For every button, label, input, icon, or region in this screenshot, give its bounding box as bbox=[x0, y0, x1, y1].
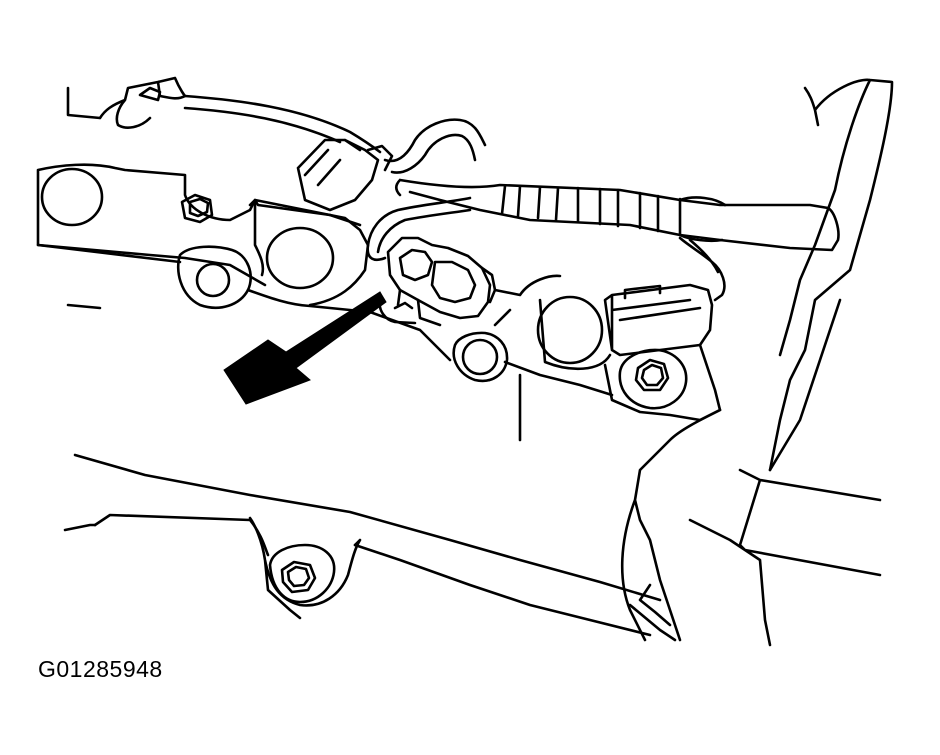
lower-cover-line-1 bbox=[75, 455, 660, 600]
top-bracket-tab bbox=[140, 88, 160, 100]
valve-cover-top bbox=[38, 165, 360, 285]
bottom-right-curve bbox=[630, 585, 675, 640]
lower-bolt-ring bbox=[270, 545, 334, 602]
connector-c-tab bbox=[625, 286, 660, 298]
right-structure bbox=[690, 300, 880, 645]
lower-bolt bbox=[282, 562, 315, 592]
bolt-2-edge bbox=[605, 345, 720, 420]
connector-a bbox=[298, 140, 378, 210]
figure-code: G01285948 bbox=[38, 656, 163, 682]
cover-lower-body bbox=[622, 410, 720, 640]
right-section-outline bbox=[495, 276, 610, 369]
lower-cover-line-2 bbox=[95, 515, 650, 635]
cover-lower-edge-left bbox=[38, 245, 370, 312]
bolt-2-ring bbox=[620, 350, 686, 408]
harness-sleeve bbox=[680, 198, 725, 241]
right-frame bbox=[770, 80, 892, 470]
pointer-arrow bbox=[224, 292, 386, 404]
small-boss-middle bbox=[454, 333, 507, 381]
left-boss bbox=[42, 169, 102, 225]
right-large-boss bbox=[538, 297, 602, 363]
small-boss-middle-inner bbox=[463, 340, 497, 374]
small-boss-left-inner bbox=[197, 264, 229, 296]
lower-bolt-boss bbox=[250, 518, 360, 618]
bolt-1 bbox=[182, 195, 212, 222]
upper-wire bbox=[185, 96, 380, 152]
knock-sensor-detail bbox=[398, 250, 495, 325]
connector-c-wire bbox=[680, 238, 724, 300]
wire-harness bbox=[396, 180, 838, 250]
harness-bands bbox=[502, 186, 680, 235]
connector-a-wire bbox=[385, 120, 485, 173]
sensor-wire bbox=[368, 198, 470, 260]
lower-flange bbox=[65, 525, 95, 530]
connector-c bbox=[605, 285, 712, 355]
mid-raised-section bbox=[250, 200, 368, 305]
knock-sensor bbox=[388, 238, 490, 318]
top-bracket bbox=[68, 78, 185, 128]
connector-a-latch bbox=[368, 146, 392, 170]
small-boss-left bbox=[178, 247, 251, 308]
middle-boss bbox=[267, 228, 333, 288]
bolt-2 bbox=[636, 360, 668, 390]
cover-front-edge bbox=[68, 305, 612, 440]
